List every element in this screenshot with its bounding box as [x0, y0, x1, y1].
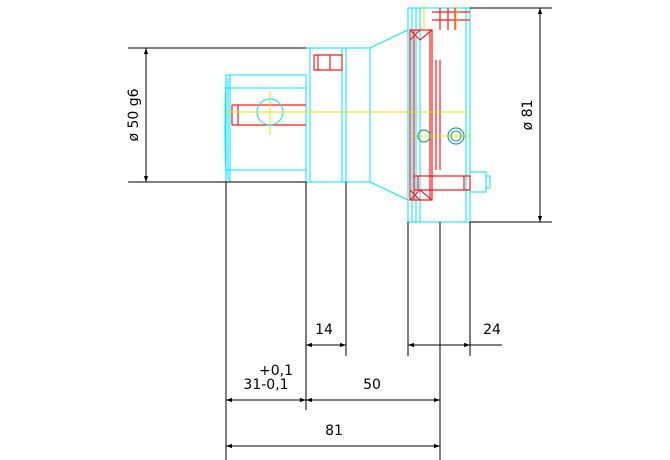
label-flange-width: 24 — [483, 322, 501, 338]
label-pilot-length: 14 — [315, 322, 333, 338]
label-shank-diameter: ø 50 g6 — [126, 88, 142, 141]
section-lines — [231, 8, 471, 201]
flange-hole-small — [417, 129, 431, 143]
holes — [256, 98, 465, 145]
flange-inner-slot — [435, 60, 441, 170]
flange-inner-lines — [415, 8, 421, 222]
body-outline — [306, 47, 347, 183]
label-overall-length: 81 — [325, 423, 343, 439]
flange-bolt — [413, 175, 471, 191]
flange-wedge-top — [409, 29, 433, 41]
flange-slot — [432, 8, 470, 30]
shank-cross-hole-section — [231, 104, 306, 126]
label-flange-diameter: ø 81 — [520, 100, 536, 131]
centerlines — [226, 5, 470, 137]
flange-hole-large-inner — [450, 130, 462, 142]
label-shank-length: 31-0,1 — [243, 377, 288, 393]
label-middle-length: 50 — [363, 377, 381, 393]
flange-wedge-bottom — [409, 189, 433, 201]
dimension-labels: ø 50 g6 ø 81 14 24 +0,1 31-0,1 50 81 — [126, 88, 536, 439]
set-screw-right — [470, 171, 491, 193]
shank-chamfer — [224, 78, 229, 180]
flange-section — [409, 29, 433, 201]
body-pin-section — [313, 54, 343, 71]
shank-outline — [225, 74, 307, 183]
label-shank-length-upper-tol: +0,1 — [259, 363, 293, 379]
shank-cross-hole — [256, 98, 284, 126]
cone-outline — [346, 29, 409, 201]
flange-hole-large — [447, 127, 465, 145]
dimension-lines — [128, 7, 552, 460]
